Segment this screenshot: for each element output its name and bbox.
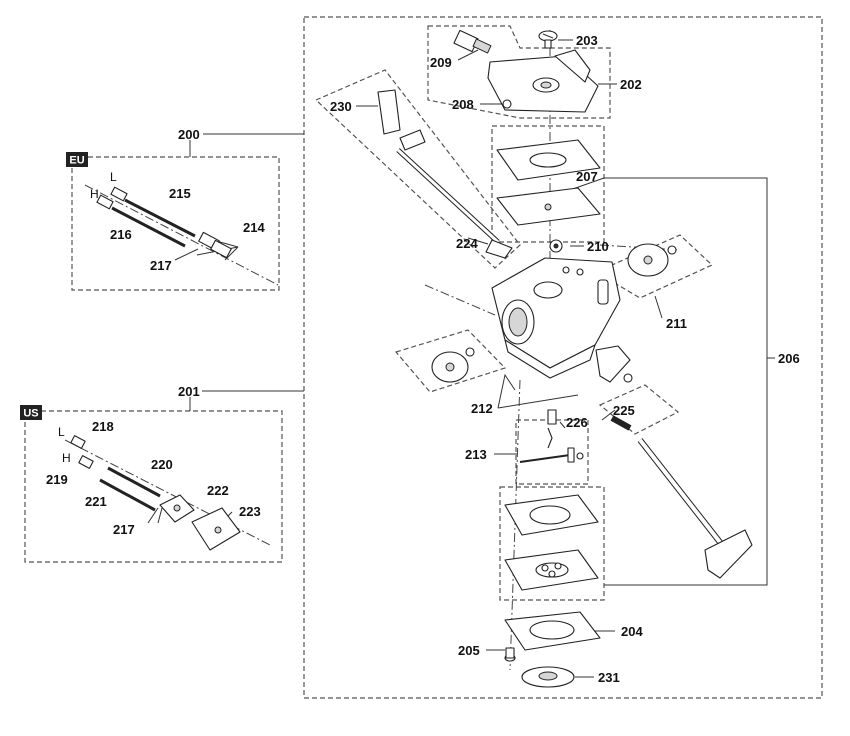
part-207-gasket-diaphragm [496, 139, 601, 226]
leader-217-us [147, 507, 159, 524]
part-211-plate [627, 243, 677, 277]
part-226-spring [547, 409, 557, 425]
us-badge-label: US [23, 408, 38, 420]
leader-212 [497, 373, 516, 409]
us-high-letter: H [62, 451, 71, 465]
part-230-throttle-shaft [377, 89, 513, 259]
callout-216: 216 [110, 227, 132, 242]
part-203-screw [538, 30, 558, 49]
part-210-gear [549, 239, 563, 253]
leader-212b [497, 394, 579, 409]
callout-222: 222 [207, 483, 229, 498]
leader-224 [467, 237, 489, 245]
eu-badge: EU [66, 152, 88, 167]
eu-badge-label: EU [69, 155, 84, 167]
box-us-adjusters [24, 410, 283, 563]
callout-212: 212 [471, 401, 493, 416]
eu-high-letter: H [90, 187, 99, 201]
part-left-plate [431, 347, 475, 383]
part-222-cap [159, 494, 195, 523]
axis-us-needles [64, 439, 271, 546]
callout-200: 200 [178, 127, 200, 142]
carburetor-body [491, 257, 621, 379]
part-202-pump-cover [487, 49, 599, 113]
callout-204: 204 [621, 624, 643, 639]
callout-231: 231 [598, 670, 620, 685]
box-207-gaskets [491, 125, 605, 243]
box-230-throttle [314, 69, 521, 269]
callout-215: 215 [169, 186, 191, 201]
part-lower-gaskets [504, 494, 599, 591]
callout-225: 225 [613, 403, 635, 418]
callout-202: 202 [620, 77, 642, 92]
callout-224: 224 [456, 236, 478, 251]
axis-eu-needles [84, 184, 279, 286]
leader-209 [457, 49, 479, 61]
part-214-springs [198, 231, 232, 259]
part-225-choke-shaft [610, 415, 753, 579]
box-left-plate [394, 329, 507, 393]
bracket-206 [604, 177, 768, 586]
box-202-cover [427, 25, 611, 119]
callout-206: 206 [778, 351, 800, 366]
callout-210: 210 [587, 239, 609, 254]
part-212-lever [595, 345, 633, 383]
part-eu-needles [96, 186, 232, 259]
eu-low-letter: L [110, 170, 117, 184]
part-231-washer [521, 666, 575, 688]
leader-225 [601, 409, 616, 421]
part-205-screw [504, 647, 516, 662]
leader-226 [559, 421, 566, 429]
box-lower-gaskets [499, 486, 605, 601]
callout-217-eu: 217 [150, 258, 172, 273]
us-low-letter: L [58, 425, 65, 439]
part-208-ball [502, 99, 512, 109]
callout-217-us: 217 [113, 522, 135, 537]
part-223-cap [191, 507, 241, 551]
leader-214b [224, 246, 239, 261]
callout-201: 201 [178, 384, 200, 399]
box-213-needle [515, 419, 589, 485]
part-204-cover [504, 611, 601, 651]
callout-223: 223 [239, 504, 261, 519]
box-206-main-group [303, 16, 823, 699]
callout-208: 208 [452, 97, 474, 112]
box-eu-adjusters [71, 156, 280, 291]
callout-213: 213 [465, 447, 487, 462]
callout-218: 218 [92, 419, 114, 434]
leader-217-us-b [157, 507, 163, 524]
box-225-spring [598, 384, 680, 435]
callout-214: 214 [243, 220, 265, 235]
leader-217-eu [174, 248, 199, 261]
callout-230: 230 [330, 99, 352, 114]
callout-211: 211 [666, 316, 687, 331]
callout-207: 207 [576, 169, 598, 184]
us-badge: US [20, 405, 42, 420]
part-us-needles [70, 435, 241, 551]
callout-221: 221 [85, 494, 107, 509]
part-213-needle-set [519, 427, 584, 463]
callout-220: 220 [151, 457, 173, 472]
callout-205: 205 [458, 643, 480, 658]
part-209-plug [453, 29, 492, 54]
callout-219: 219 [46, 472, 68, 487]
callout-226: 226 [566, 415, 588, 430]
callout-209: 209 [430, 55, 452, 70]
axis-body-left [424, 284, 496, 316]
leader-211 [654, 295, 663, 319]
callout-203: 203 [576, 33, 598, 48]
